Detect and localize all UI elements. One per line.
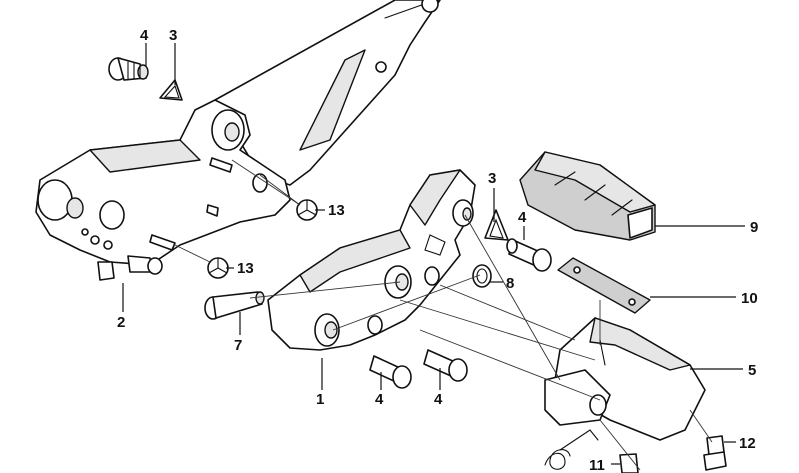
part-10-plate <box>557 257 651 314</box>
part-3-clip-upper <box>159 79 183 101</box>
callout-9: 9 <box>750 219 758 236</box>
callout-7: 7 <box>234 337 242 354</box>
part-4-bolt-lower-left <box>369 355 412 389</box>
callout-4-right: 4 <box>518 209 527 226</box>
spring <box>544 429 599 470</box>
callout-10: 10 <box>741 290 758 307</box>
part-3-clip-lower <box>484 209 509 241</box>
part-7-pin <box>204 291 265 320</box>
callout-2: 2 <box>117 314 125 331</box>
callout-13-lower: 13 <box>237 260 254 277</box>
part-4-bolt-right <box>506 238 552 272</box>
part-13-washer-lower <box>207 257 229 279</box>
callout-8: 8 <box>506 275 514 292</box>
callout-12: 12 <box>739 435 756 452</box>
leader-lines <box>122 43 745 465</box>
callout-13-upper: 13 <box>328 202 345 219</box>
part-1-main-bracket <box>267 169 476 351</box>
callout-5: 5 <box>748 362 756 379</box>
callout-3-lower: 3 <box>488 170 496 187</box>
callout-3-upper: 3 <box>169 27 177 44</box>
assembly-lines <box>174 159 713 471</box>
part-11-screw <box>619 453 639 473</box>
part-5-footpeg <box>544 317 706 441</box>
part-13-washer-upper <box>296 199 318 221</box>
part-12-stud <box>703 435 727 471</box>
part-4-bolt-upper <box>108 57 149 81</box>
callout-labels: 4 3 2 13 13 7 1 4 4 3 4 8 9 10 5 12 11 <box>117 27 758 473</box>
callout-1: 1 <box>316 391 324 408</box>
callout-4-lower-left: 4 <box>375 391 384 408</box>
part-2-bracket <box>35 0 441 281</box>
part-4-bolt-lower-right <box>423 349 468 382</box>
callout-11: 11 <box>589 457 605 473</box>
part-9-rubber-pad <box>519 151 656 241</box>
callout-4-lower-right: 4 <box>434 391 443 408</box>
part-8-circlip <box>472 264 492 288</box>
callout-4-upper: 4 <box>140 27 149 44</box>
